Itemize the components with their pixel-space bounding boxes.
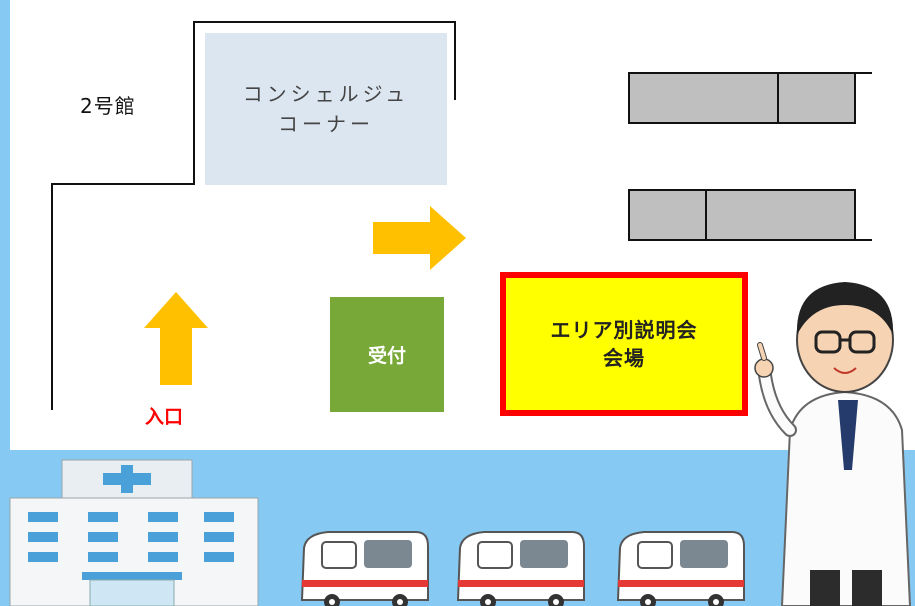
ambulance-icon: [616, 531, 745, 606]
desk-upper: [628, 72, 872, 124]
ambulance-icon: [456, 531, 585, 606]
reception-box: 受付: [330, 297, 444, 412]
concierge-corner: コンシェルジュ コーナー: [205, 33, 447, 185]
arrow-up-icon: [144, 292, 208, 385]
entrance-label: 入口: [145, 406, 184, 428]
concierge-label-line1: コンシェルジュ: [242, 82, 410, 106]
arrow-right-icon: [373, 206, 466, 270]
venue-label-line1: エリア別説明会: [550, 318, 698, 342]
venue-box: エリア別説明会 会場: [500, 272, 748, 416]
reception-label: 受付: [367, 345, 406, 367]
concierge-label-line2: コーナー: [278, 112, 374, 136]
hospital-icon: [9, 459, 259, 606]
desk-lower: [628, 189, 872, 241]
ambulance-icon: [300, 531, 429, 606]
venue-label-line2: 会場: [603, 346, 645, 370]
doctor-icon: [754, 282, 912, 606]
building-2-label: 2号館: [80, 94, 136, 118]
wall-outline: [51, 21, 456, 410]
